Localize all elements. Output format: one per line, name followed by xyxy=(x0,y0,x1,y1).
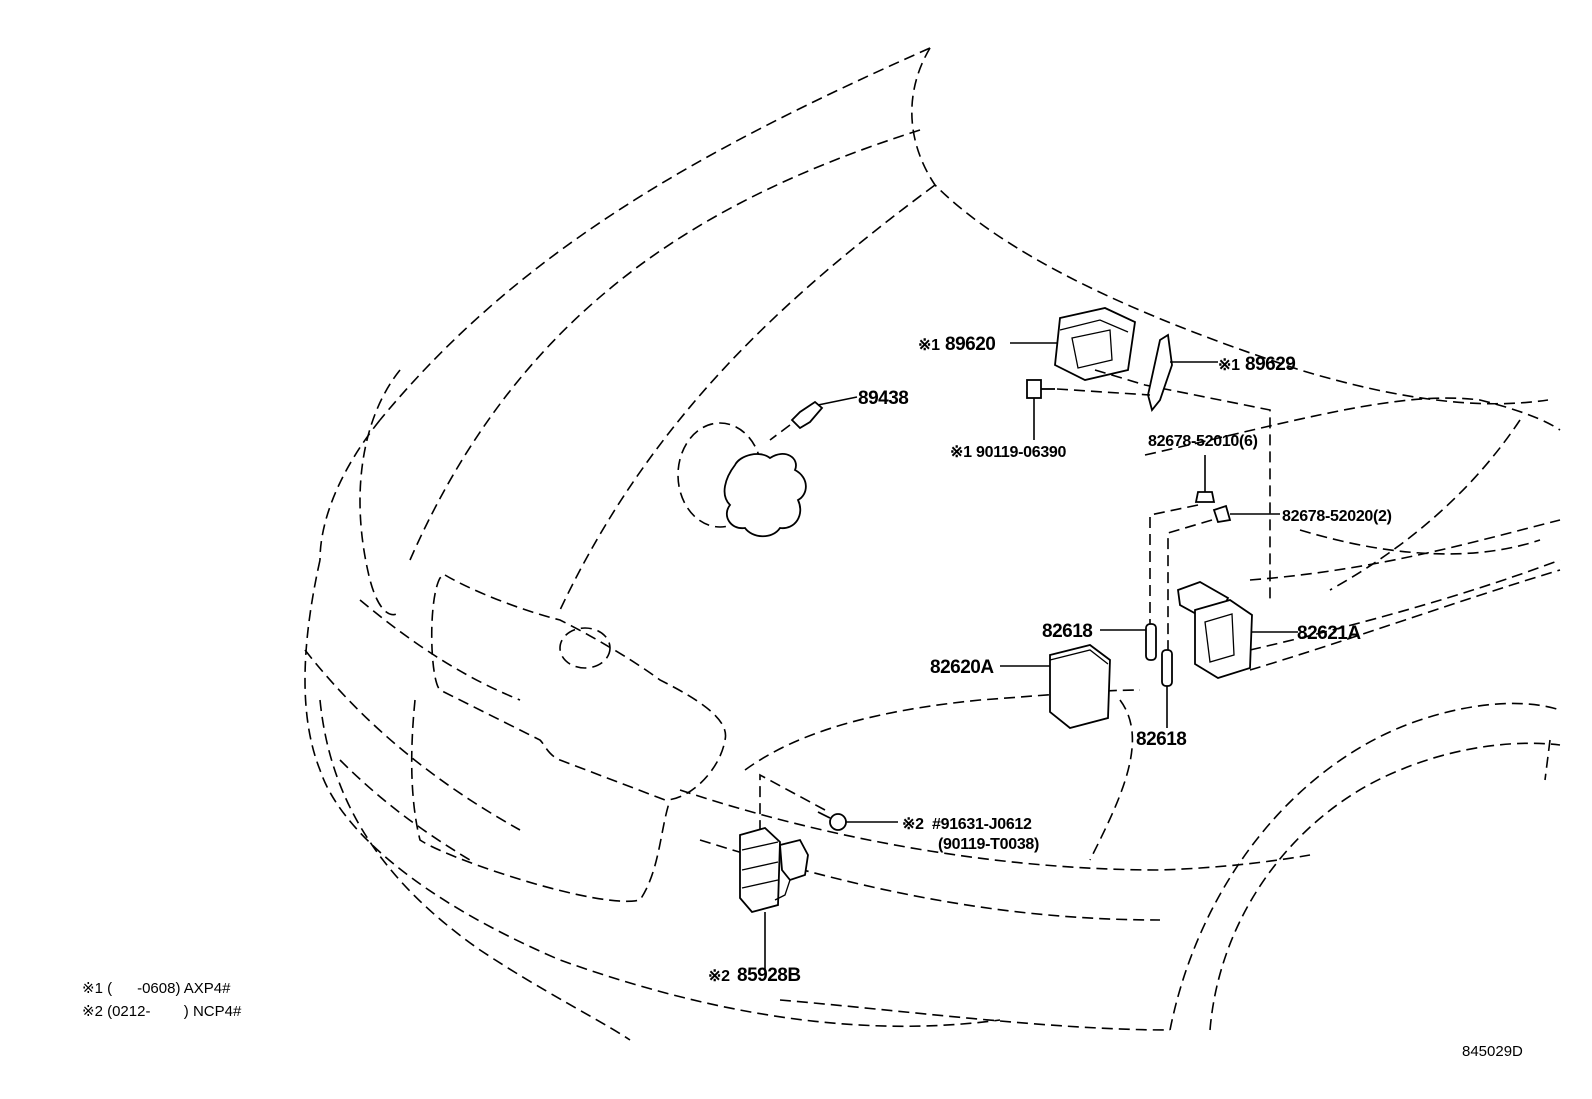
part-90119-06390-group xyxy=(1026,379,1151,440)
label-82620A: 82620A xyxy=(930,657,994,678)
bracket-89629 xyxy=(1147,333,1173,412)
label-82678-52020: 82678-52020(2) xyxy=(1282,508,1392,525)
label-85928B: 85928B xyxy=(737,965,801,986)
label-82618-top: 82618 xyxy=(1042,621,1092,642)
sensor-mount xyxy=(723,453,807,538)
label-89620-mark: ※1 xyxy=(918,337,940,354)
bolt-90119-06390 xyxy=(1026,379,1042,399)
part-89438-group xyxy=(677,396,858,538)
module-82620A xyxy=(1049,644,1111,729)
part-labels: 89438 ※1 89620 ※1 89629 ※1 90119-06390 8… xyxy=(708,334,1392,986)
clip-82678-52020 xyxy=(1212,504,1232,524)
screw-91631 xyxy=(829,813,847,831)
label-82618-bottom: 82618 xyxy=(1136,729,1186,750)
label-89629: 89629 xyxy=(1245,354,1295,375)
part-82620A-group xyxy=(1000,644,1111,729)
label-90119-06390: 90119-06390 xyxy=(976,444,1067,461)
part-82621A-group xyxy=(1177,581,1298,679)
label-91631: #91631-J0612 xyxy=(932,816,1032,833)
label-90119-T0038: (90119-T0038) xyxy=(938,836,1039,853)
legend-notes: ※1 ( -0608) AXP4# ※2 (0212- ) NCP4# xyxy=(82,980,242,1020)
block-82621A xyxy=(1194,599,1253,679)
ecu-89620 xyxy=(1054,307,1136,381)
part-85928B-group xyxy=(739,826,809,970)
label-91631-mark: ※2 xyxy=(902,816,924,833)
label-82621A: 82621A xyxy=(1297,623,1361,644)
relay-85928B xyxy=(739,826,781,914)
label-89620: 89620 xyxy=(945,334,995,355)
sensor-89438 xyxy=(790,400,824,430)
drawing-number: 845029D xyxy=(1462,1043,1523,1060)
part-89620-group xyxy=(1010,307,1271,600)
label-82678-52010: 82678-52010(6) xyxy=(1148,433,1258,450)
fuse-82618-top xyxy=(1145,623,1157,661)
clip-82678-52010 xyxy=(1194,491,1216,503)
part-91631-group xyxy=(759,773,898,831)
part-82618-group xyxy=(1100,623,1173,728)
label-85928B-mark: ※2 xyxy=(708,968,730,985)
fuse-82618-bottom xyxy=(1161,649,1173,687)
label-89629-mark: ※1 xyxy=(1218,357,1240,374)
connector-85928B xyxy=(779,838,809,882)
label-90119-06390-mark: ※1 xyxy=(950,444,972,461)
label-89438: 89438 xyxy=(858,388,908,409)
note-1: ※1 ( -0608) AXP4# xyxy=(82,980,231,997)
part-82678-group xyxy=(1149,455,1280,650)
vehicle-body-outline xyxy=(304,47,1561,1041)
part-89629-group xyxy=(1147,333,1218,412)
note-2: ※2 (0212- ) NCP4# xyxy=(82,1003,242,1020)
